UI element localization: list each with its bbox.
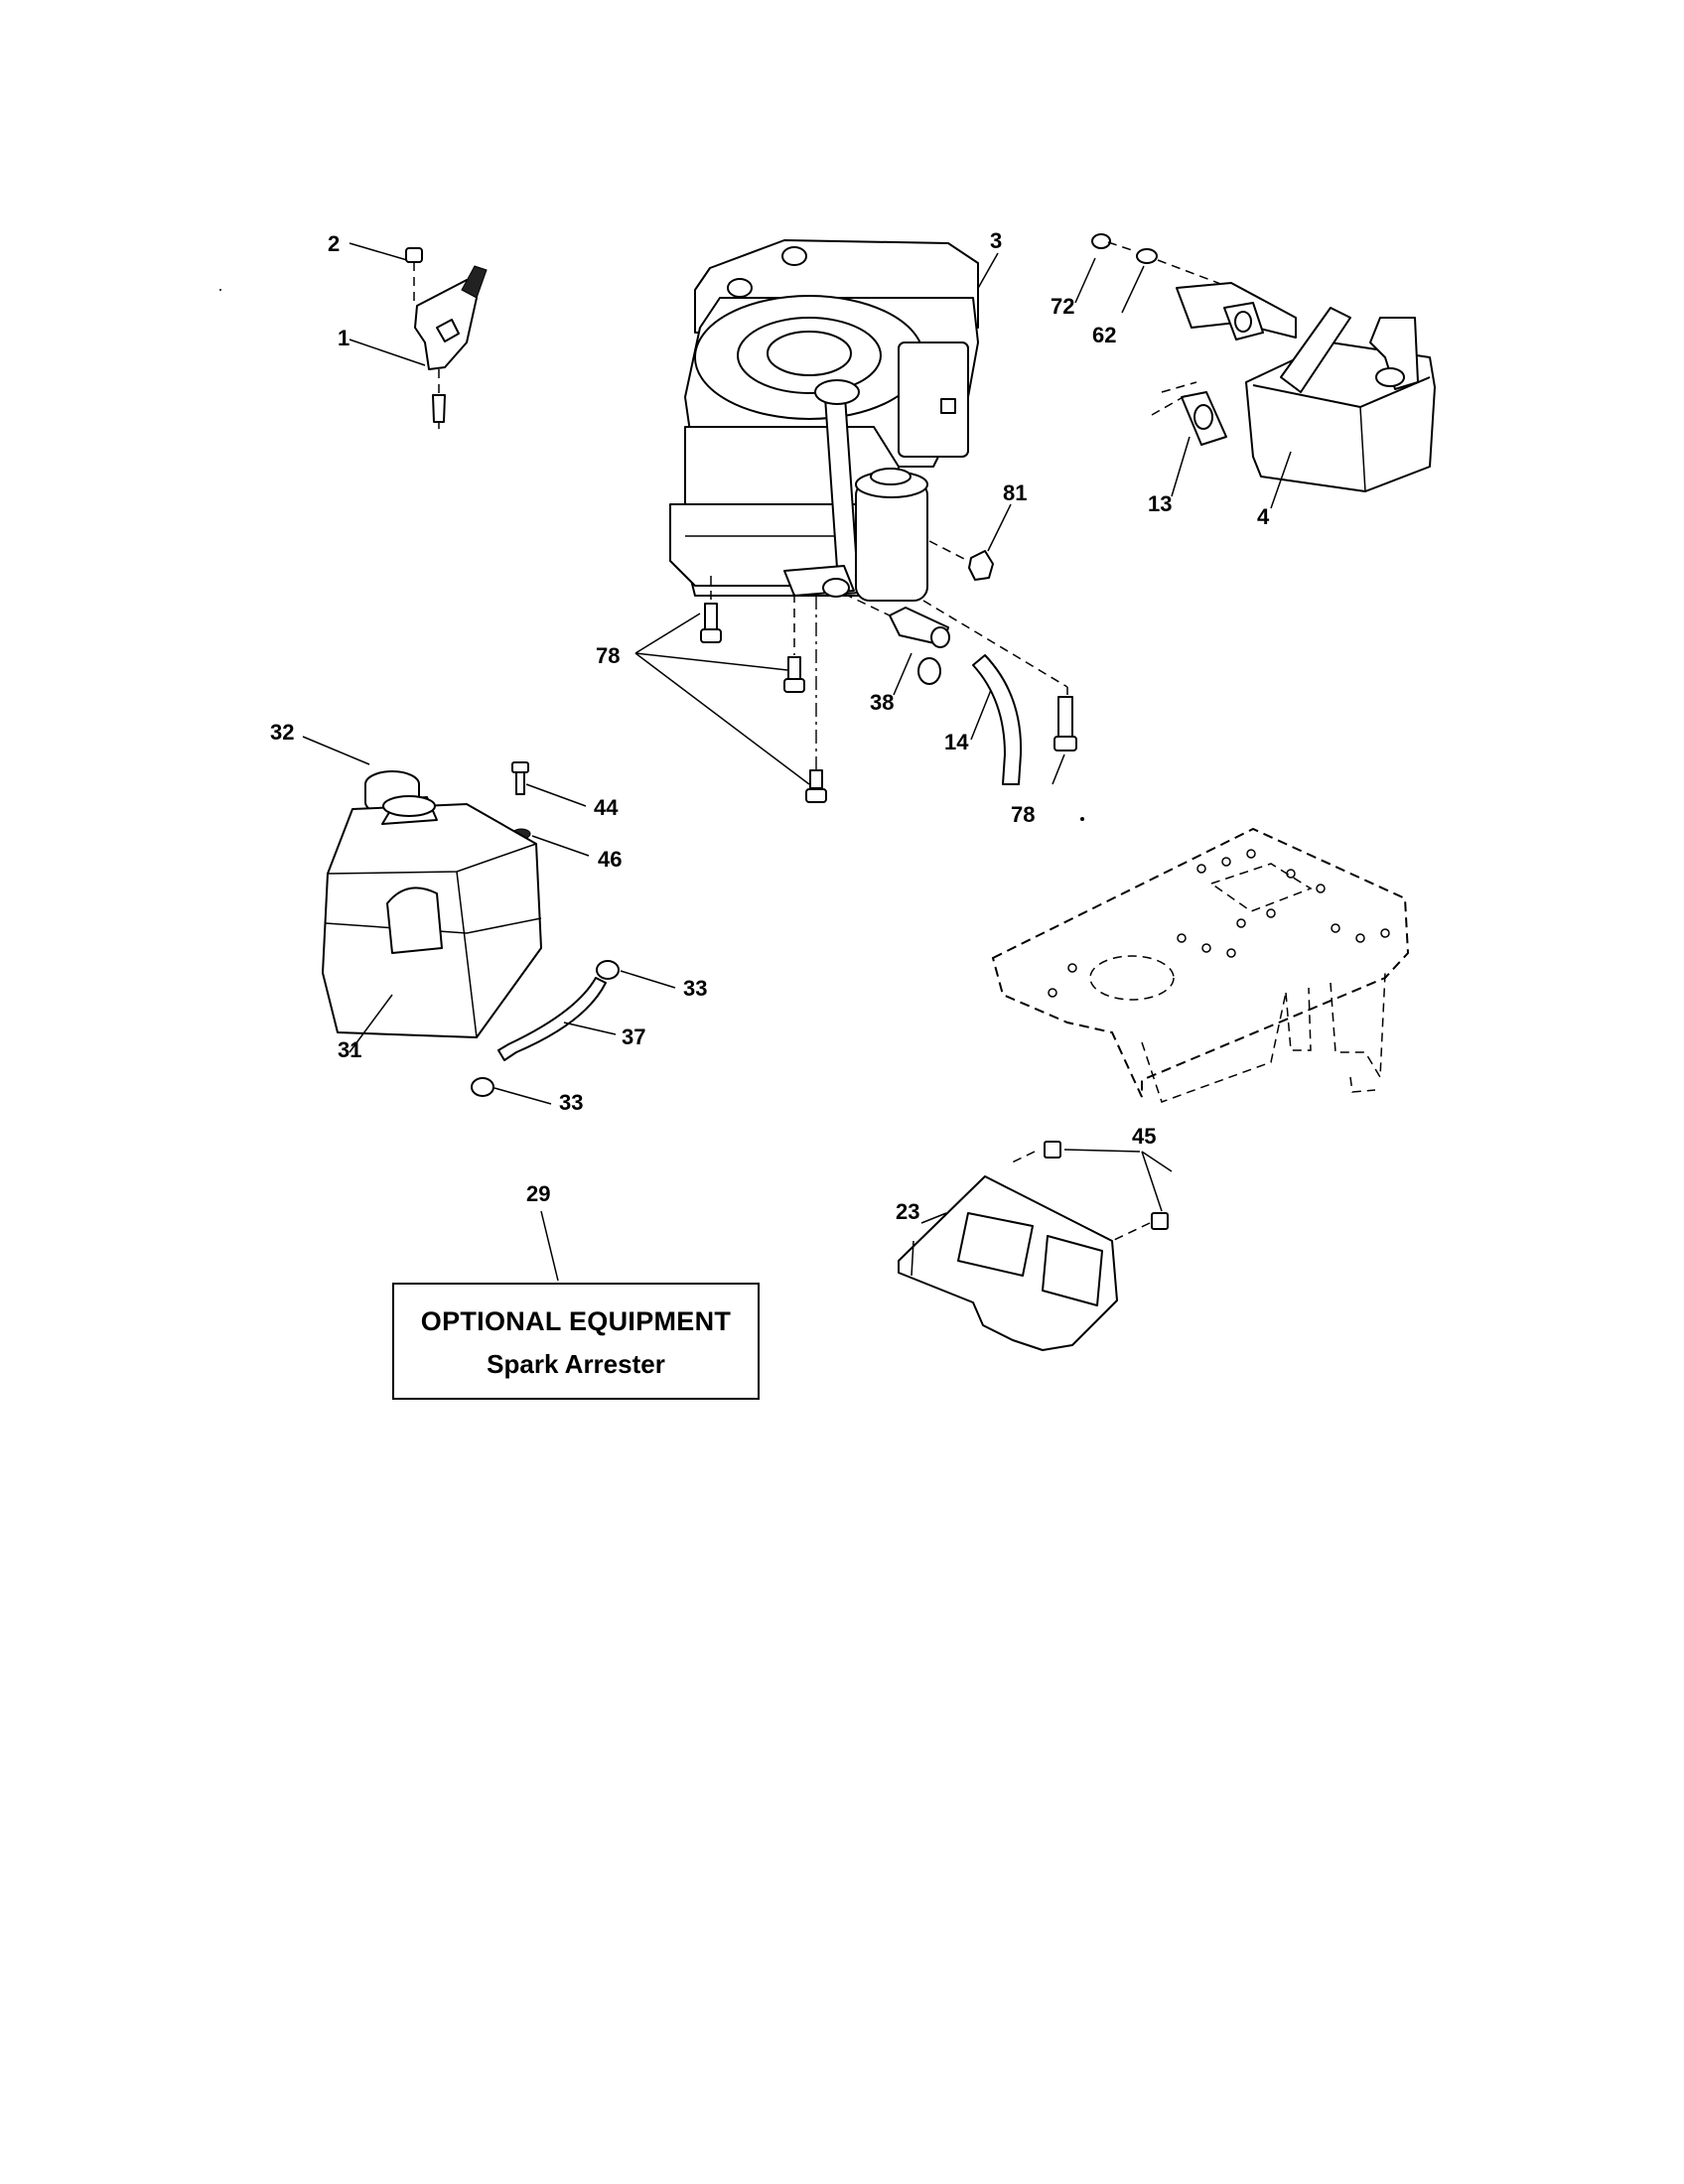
callout-81: 81 xyxy=(1003,480,1027,505)
callout-33-lower: 33 xyxy=(559,1090,583,1115)
callout-78-right: 78 xyxy=(1011,802,1035,827)
callout-labels: 2 1 3 72 62 13 4 81 78 38 14 78 32 44 46… xyxy=(270,228,1270,1224)
heat-shield-assembly xyxy=(898,1141,1173,1351)
callout-62: 62 xyxy=(1092,323,1116,347)
chassis-frame xyxy=(991,827,1410,1103)
callout-13: 13 xyxy=(1148,491,1172,516)
callout-45: 45 xyxy=(1132,1124,1156,1149)
callout-31: 31 xyxy=(338,1037,361,1062)
callout-2: 2 xyxy=(328,231,340,256)
callout-37: 37 xyxy=(622,1024,645,1049)
muffler-assembly xyxy=(1074,233,1436,509)
bolts-78 xyxy=(634,576,1077,803)
callout-38: 38 xyxy=(870,690,894,715)
callout-23: 23 xyxy=(896,1199,919,1224)
spark-arrester-label: Spark Arrester xyxy=(487,1349,665,1379)
callout-78-left: 78 xyxy=(596,643,620,668)
stray-mark xyxy=(1080,817,1084,821)
optional-equipment-box: OPTIONAL EQUIPMENT Spark Arrester xyxy=(392,1283,760,1400)
callout-14: 14 xyxy=(944,730,969,754)
callout-3: 3 xyxy=(990,228,1002,253)
optional-equipment-leader xyxy=(540,1210,559,1282)
engine-assembly xyxy=(669,239,999,602)
callout-44: 44 xyxy=(594,795,619,820)
callout-4: 4 xyxy=(1257,504,1270,529)
callout-72: 72 xyxy=(1051,294,1074,319)
nut-81 xyxy=(928,503,1012,581)
throttle-control-assembly xyxy=(349,242,488,429)
callout-46: 46 xyxy=(598,847,622,872)
fuel-line-and-clamps xyxy=(471,960,676,1105)
optional-equipment-title: OPTIONAL EQUIPMENT xyxy=(420,1306,732,1336)
callout-1: 1 xyxy=(338,326,350,350)
callout-32: 32 xyxy=(270,720,294,745)
fuel-tank-assembly xyxy=(302,736,590,1053)
stray-mark xyxy=(219,289,221,291)
callout-33-upper: 33 xyxy=(683,976,707,1001)
callout-29: 29 xyxy=(526,1181,550,1206)
fuel-filter-and-hose xyxy=(843,593,1023,785)
